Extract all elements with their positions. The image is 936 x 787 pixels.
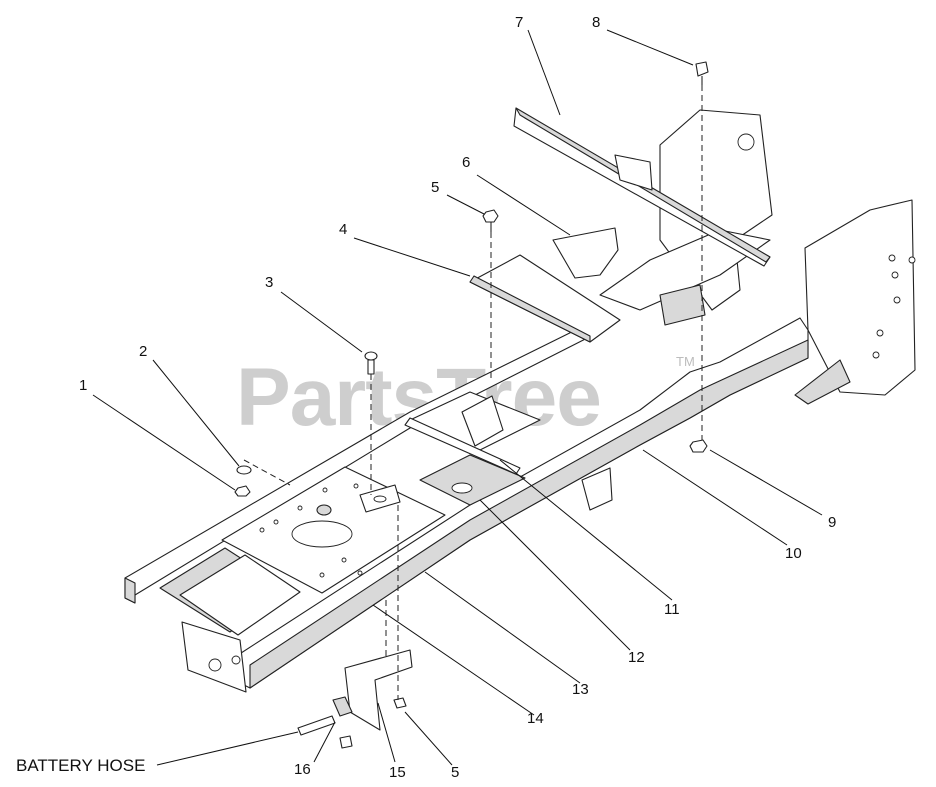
battery-hose-label: BATTERY HOSE <box>16 756 145 775</box>
callout-12: 12 <box>628 649 645 666</box>
rear-bracket-lower <box>794 359 851 405</box>
callout-3: 3 <box>265 274 273 291</box>
callouts: 1 2 3 4 5 6 7 8 9 10 11 12 13 14 15 16 5 <box>79 14 836 781</box>
front-bracket-bolt <box>231 655 241 665</box>
front-bracket <box>181 621 247 693</box>
part-4-flange <box>469 275 591 343</box>
callout-15: 15 <box>389 764 406 781</box>
front-bracket-hole <box>208 658 222 672</box>
leader-lines <box>92 29 823 766</box>
rear-plate-holes <box>872 254 916 359</box>
part-16-bolt <box>339 735 353 749</box>
assembly-lines <box>243 85 703 700</box>
part-8-bolt <box>695 61 709 77</box>
callout-6: 6 <box>462 154 470 171</box>
rear-plate-hole <box>737 133 755 151</box>
center-plate-hole <box>451 482 473 494</box>
hinge-rod <box>404 417 521 475</box>
callout-5-bottom: 5 <box>451 764 459 781</box>
seat-plate-holes <box>259 483 363 578</box>
callout-16: 16 <box>294 761 311 778</box>
hinge-bracket <box>461 395 504 447</box>
seat-plate-center-hole <box>291 520 353 548</box>
frame-assembly <box>124 109 916 693</box>
part-5-bolt-top <box>482 209 499 223</box>
callout-8: 8 <box>592 14 600 31</box>
part-7-clip <box>614 154 653 191</box>
part-9-nut <box>689 439 708 453</box>
frame-right-rail-side <box>249 339 809 689</box>
seat-plate-boss <box>316 504 332 516</box>
callout-7: 7 <box>515 14 523 31</box>
part-2-washer <box>236 465 252 475</box>
callout-9: 9 <box>828 514 836 531</box>
part-5-bolt-lower <box>393 697 407 709</box>
frame-left-rail-flange <box>124 577 136 604</box>
fasteners <box>234 61 709 749</box>
callout-10: 10 <box>785 545 802 562</box>
rear-brace-block <box>659 284 706 326</box>
callout-5-top: 5 <box>431 179 439 196</box>
rear-cross-brace <box>599 229 771 311</box>
callout-2: 2 <box>139 343 147 360</box>
part-3-bolt-head <box>364 351 378 361</box>
clip-bracket-slot <box>373 495 387 503</box>
part-1-nut <box>234 485 251 497</box>
center-plate <box>419 454 526 506</box>
rail-tab <box>581 467 613 511</box>
callout-14: 14 <box>527 710 544 727</box>
callout-13: 13 <box>572 681 589 698</box>
rear-plate-right <box>804 199 916 396</box>
part-6-bracket <box>552 227 619 279</box>
part-3-bolt-shank <box>367 359 375 375</box>
callout-11: 11 <box>664 601 680 618</box>
part-16-clamp <box>332 696 353 717</box>
part-15-bracket <box>344 649 413 731</box>
callout-4: 4 <box>339 221 347 238</box>
callout-1: 1 <box>79 377 87 394</box>
frame-front-plate <box>179 554 301 636</box>
watermark-trademark: TM <box>676 354 695 369</box>
